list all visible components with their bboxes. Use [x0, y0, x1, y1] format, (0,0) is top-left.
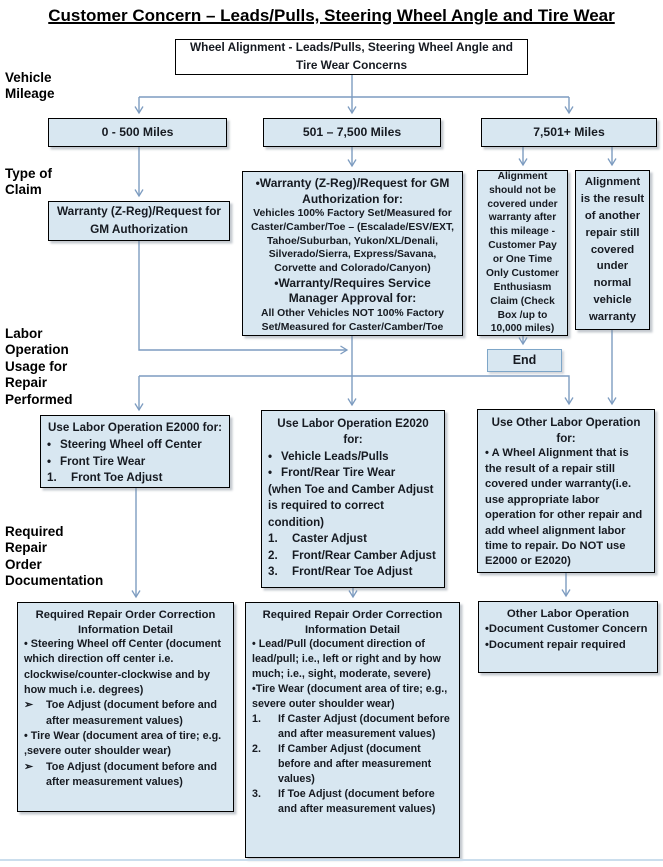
e2020-item: • Front/Rear Tire Wear	[268, 465, 438, 481]
claim-box-not-covered: Alignment should not be covered under wa…	[477, 170, 568, 336]
claim-mid-heading-1: •Warranty (Z-Reg)/Request for GM Authori…	[255, 176, 450, 206]
bullet-marker: •	[47, 454, 52, 468]
mileage-box-0-500-label: 0 - 500 Miles	[101, 124, 174, 139]
claim-box-warranty-gm-authorization-text: Warranty (Z-Reg)/Request for GM Authoriz…	[56, 204, 222, 236]
doc-detail-box-other: Other Labor Operation •Document Customer…	[478, 601, 658, 673]
doc-left-subitem-text: Toe Adjust (document before and after me…	[46, 699, 217, 727]
e2020-item: 1. Caster Adjust	[268, 531, 438, 547]
number-marker: 2.	[268, 548, 278, 562]
number-marker: 2.	[252, 743, 261, 756]
doc-mid-item: • Lead/Pull (document direction of lead/…	[252, 638, 441, 681]
mileage-box-501-7500: 501 – 7,500 Miles	[263, 118, 441, 147]
number-marker: 3.	[252, 787, 261, 800]
doc-right-item: •Document repair required	[485, 638, 626, 651]
doc-left-subitem-text: Toe Adjust (document before and after me…	[46, 760, 217, 789]
mileage-box-7501-plus: 7,501+ Miles	[481, 118, 657, 147]
doc-left-item: • Tire Wear (document area of tire; e.g.…	[24, 730, 222, 758]
doc-mid-subitem: 2. If Camber Adjust (document before and…	[252, 742, 453, 787]
e2000-item: 1. Front Toe Adjust	[47, 470, 223, 487]
number-marker: 1.	[47, 471, 57, 485]
claim-box-warranty-detail: •Warranty (Z-Reg)/Request for GM Authori…	[242, 171, 463, 336]
doc-right-item: •Document Customer Concern	[485, 622, 648, 635]
row-label-type-of-claim: Type of Claim	[5, 166, 52, 198]
claim-mid-heading-2: •Warranty/Requires Service Manager Appro…	[274, 275, 431, 306]
doc-left-item: • Steering Wheel off Center (document wh…	[24, 638, 221, 697]
e2020-item: 3. Front/Rear Toe Adjust	[268, 564, 438, 580]
doc-detail-box-e2000: Required Repair Order Correction Informa…	[17, 602, 234, 812]
bullet-marker: •	[268, 449, 273, 463]
e2020-item-text: Vehicle Leads/Pulls	[281, 449, 389, 463]
doc-left-subitem: ➢ Toe Adjust (document before and after …	[24, 760, 227, 791]
claim-box-other-repair-warranty: Alignment is the result of another repai…	[575, 170, 650, 330]
other-labor-heading: Use Other Labor Operation for:	[491, 416, 641, 445]
doc-mid-subitem: 3. If Toe Adjust (document before and af…	[252, 787, 453, 817]
claim-box-not-covered-text: Alignment should not be covered under wa…	[485, 170, 560, 335]
e2020-item-text: Front/Rear Camber Adjust	[292, 548, 436, 562]
e2020-item: • Vehicle Leads/Pulls	[268, 449, 438, 465]
e2000-item-text: Front Toe Adjust	[71, 471, 163, 485]
e2020-note: (when Toe and Camber Adjust is required …	[268, 482, 434, 529]
doc-mid-heading: Required Repair Order Correction Informa…	[262, 609, 443, 636]
doc-mid-subitem-text: If Toe Adjust (document before and after…	[278, 787, 436, 815]
row-label-required-repair-order-documentation: Required Repair Order Documentation	[5, 524, 104, 589]
e2000-item: • Front Tire Wear	[47, 454, 223, 471]
bullet-marker: •	[268, 466, 273, 480]
root-box-text: Wheel Alignment - Leads/Pulls, Steering …	[190, 40, 513, 72]
end-box: End	[487, 349, 562, 372]
row-label-labor-operation-usage: Labor Operation Usage for Repair Perform…	[5, 326, 73, 407]
page-title: Customer Concern – Leads/Pulls, Steering…	[48, 6, 615, 25]
root-box-wheel-alignment-concerns: Wheel Alignment - Leads/Pulls, Steering …	[175, 39, 528, 75]
doc-left-subitem: ➢ Toe Adjust (document before and after …	[24, 698, 227, 729]
mileage-box-501-7500-label: 501 – 7,500 Miles	[302, 124, 402, 139]
e2020-item-text: Caster Adjust	[292, 532, 367, 546]
bullet-marker: •	[47, 437, 52, 451]
e2020-item: 2. Front/Rear Camber Adjust	[268, 548, 438, 564]
mileage-box-0-500: 0 - 500 Miles	[48, 118, 227, 147]
labor-op-e2020-box: Use Labor Operation E2020 for: • Vehicle…	[261, 410, 445, 588]
labor-op-e2000-box: Use Labor Operation E2000 for: • Steerin…	[40, 415, 230, 488]
claim-box-other-repair-warranty-text: Alignment is the result of another repai…	[580, 175, 645, 324]
end-box-label: End	[512, 353, 537, 368]
e2000-item-text: Steering Wheel off Center	[60, 437, 202, 451]
doc-mid-subitem: 1. If Caster Adjust (document before and…	[252, 712, 453, 742]
number-marker: 1.	[252, 713, 261, 726]
e2020-heading: Use Labor Operation E2020 for:	[277, 417, 429, 447]
e2020-item-text: Front/Rear Toe Adjust	[292, 565, 413, 579]
arrow-bullet-marker: ➢	[24, 760, 34, 773]
arrow-bullet-marker: ➢	[24, 699, 34, 712]
e2020-item-text: Front/Rear Tire Wear	[281, 466, 396, 480]
doc-mid-subitem-text: If Camber Adjust (document before and af…	[278, 743, 432, 785]
claim-mid-detail-1: Vehicles 100% Factory Set/Measured for C…	[250, 208, 455, 275]
other-labor-body: • A Wheel Alignment that is the result o…	[485, 447, 643, 568]
claim-mid-detail-2: All Other Vehicles NOT 100% Factory Set/…	[260, 308, 445, 333]
e2000-item-text: Front Tire Wear	[60, 454, 146, 468]
claim-box-warranty-gm-authorization: Warranty (Z-Reg)/Request for GM Authoriz…	[48, 201, 230, 241]
e2000-heading: Use Labor Operation E2000 for:	[48, 421, 222, 434]
doc-mid-subitem-text: If Caster Adjust (document before and af…	[278, 713, 450, 741]
row-label-vehicle-mileage: Vehicle Mileage	[5, 70, 55, 102]
doc-mid-item: •Tire Wear (document area of tire; e.g.,…	[252, 683, 448, 711]
bottom-edge-line	[0, 859, 663, 861]
mileage-box-7501-plus-label: 7,501+ Miles	[533, 124, 605, 139]
number-marker: 3.	[268, 565, 278, 579]
doc-right-heading: Other Labor Operation	[506, 608, 630, 620]
labor-op-other-box: Use Other Labor Operation for: • A Wheel…	[477, 409, 655, 573]
doc-detail-box-e2020: Required Repair Order Correction Informa…	[245, 602, 460, 858]
doc-left-heading: Required Repair Order Correction Informa…	[35, 609, 216, 636]
e2000-item: • Steering Wheel off Center	[47, 437, 223, 454]
number-marker: 1.	[268, 532, 278, 546]
